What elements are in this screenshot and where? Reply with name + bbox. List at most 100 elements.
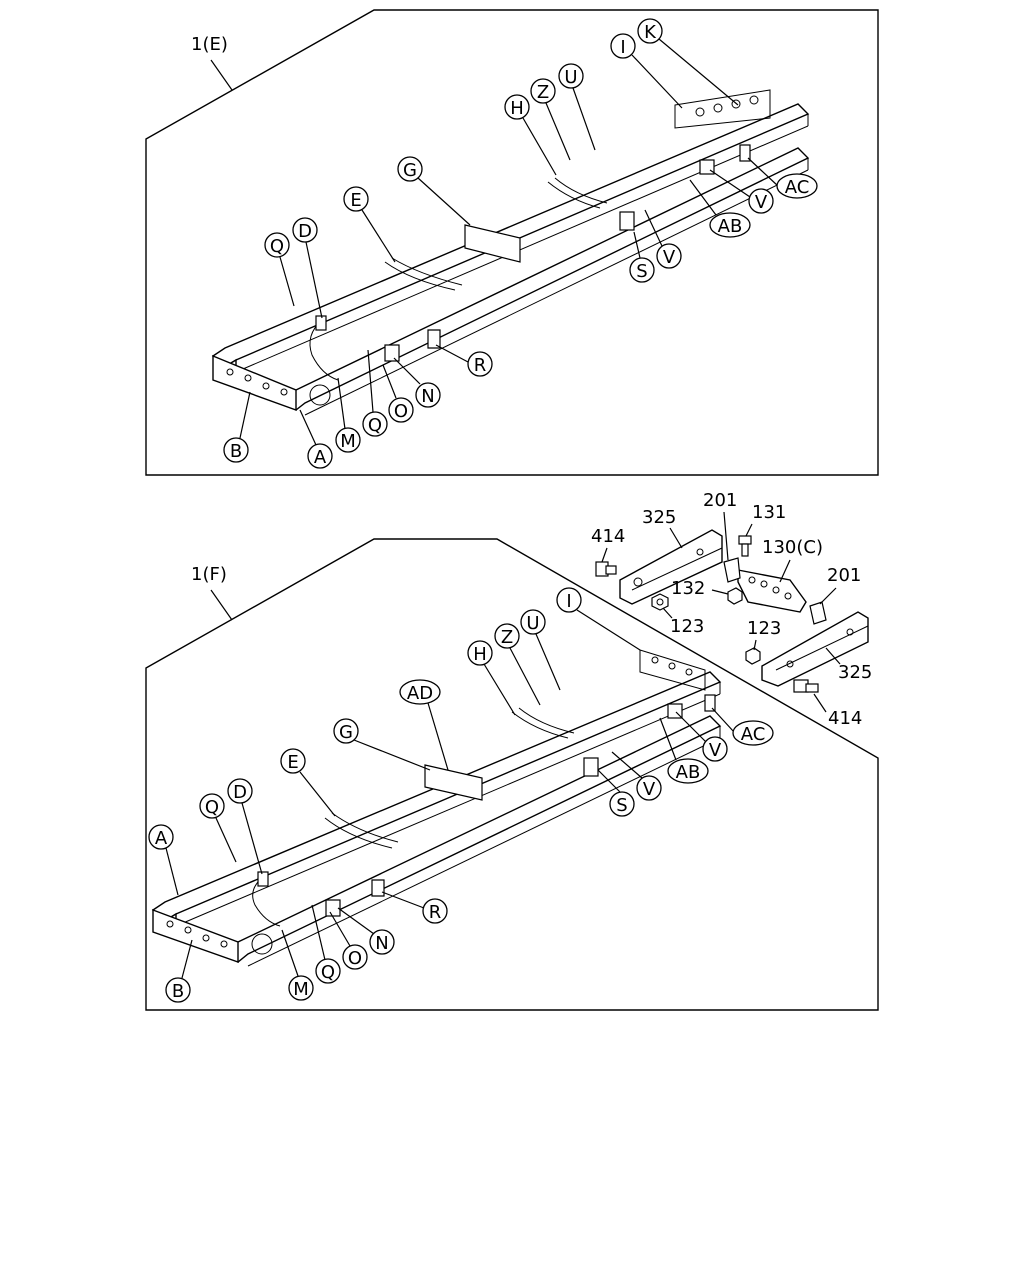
callout-f-S: S [597, 769, 635, 817]
part-201-lower: 201 [827, 565, 861, 586]
part-325-upper: 325 [642, 507, 676, 528]
svg-text:U: U [526, 613, 539, 634]
part-325-lower: 325 [838, 662, 872, 683]
svg-text:B: B [172, 981, 184, 1002]
part-414-lower: 414 [828, 708, 862, 729]
svg-text:Z: Z [537, 82, 549, 103]
svg-text:AC: AC [785, 177, 810, 198]
svg-text:V: V [663, 247, 676, 268]
panel-f-title: 1(F) [191, 564, 227, 585]
spacer-201-left [723, 557, 741, 583]
callout-f-E: E [280, 748, 336, 817]
bracket-325-lower [761, 611, 869, 687]
part-123-upper: 123 [670, 616, 704, 637]
spacer-201-right [809, 601, 827, 625]
svg-text:S: S [636, 261, 647, 282]
svg-text:AB: AB [718, 216, 743, 237]
svg-text:V: V [709, 740, 722, 761]
callout-e-G: G [397, 156, 471, 226]
svg-text:AD: AD [407, 683, 433, 704]
callout-f-Q-top: Q [199, 793, 237, 863]
callout-e-N: N [393, 357, 441, 408]
svg-text:E: E [350, 190, 361, 211]
callout-f-M: M [281, 929, 314, 1001]
callout-e-S: S [629, 231, 655, 283]
bolt-414-lower [793, 679, 819, 693]
svg-text:V: V [755, 192, 768, 213]
svg-text:N: N [375, 933, 388, 954]
callout-e-Q-bottom: Q [362, 349, 388, 437]
svg-text:Z: Z [501, 627, 513, 648]
svg-text:H: H [510, 98, 524, 119]
svg-text:I: I [566, 591, 571, 612]
svg-text:Q: Q [368, 415, 382, 436]
part-414-upper: 414 [591, 526, 625, 547]
svg-text:B: B [230, 441, 242, 462]
callout-e-Z: Z [530, 78, 571, 161]
panel-e: 1(E) [145, 9, 879, 476]
callout-e-R: R [435, 344, 493, 377]
part-123-lower: 123 [747, 618, 781, 639]
callout-e-D: D [292, 217, 323, 319]
svg-text:A: A [155, 828, 168, 849]
svg-text:Q: Q [321, 962, 335, 983]
callout-e-AC: AC [747, 157, 818, 199]
svg-text:A: A [314, 447, 327, 468]
svg-text:M: M [293, 979, 309, 1000]
panel-e-frame [145, 9, 879, 476]
callout-f-H: H [467, 640, 516, 716]
callout-e-V-left: V [644, 209, 682, 269]
callout-e-I: I [610, 33, 683, 109]
svg-text:G: G [339, 722, 353, 743]
svg-text:O: O [348, 948, 362, 969]
callout-f-AC: AC [711, 707, 774, 746]
callout-e-E: E [343, 186, 396, 263]
callout-e-B: B [223, 391, 251, 463]
callout-f-O: O [329, 911, 368, 970]
callout-f-R: R [381, 891, 448, 924]
svg-text:D: D [298, 221, 312, 242]
callout-f-I: I [556, 587, 641, 651]
callout-e-M: M [335, 377, 361, 453]
svg-text:H: H [473, 644, 487, 665]
callout-e-O: O [382, 364, 414, 423]
svg-text:V: V [643, 779, 656, 800]
callout-f-N: N [337, 907, 395, 955]
plate-130c [737, 569, 807, 613]
svg-text:I: I [620, 37, 625, 58]
svg-text:M: M [340, 431, 356, 452]
bolt-131 [738, 535, 752, 557]
callout-f-AD: AD [399, 679, 449, 771]
callout-e-U: U [558, 63, 596, 151]
chassis-frame-e [211, 89, 810, 416]
callout-e-H: H [504, 94, 557, 176]
callout-f-Q-bottom: Q [311, 904, 341, 984]
chassis-frame-f [151, 649, 722, 967]
panel-e-title: 1(E) [191, 34, 228, 55]
callout-e-AB: AB [689, 179, 751, 238]
svg-text:Q: Q [205, 797, 219, 818]
svg-text:E: E [287, 752, 298, 773]
callout-f-AB: AB [659, 717, 709, 784]
svg-text:D: D [233, 782, 247, 803]
part-130c: 130(C) [762, 537, 823, 558]
callout-f-D: D [227, 778, 263, 875]
callout-f-U: U [520, 609, 561, 691]
part-132: 132 [671, 578, 705, 599]
callout-e-K: K [637, 18, 739, 106]
panel-f: 1(F) [145, 490, 879, 1011]
nut-123-lower [745, 647, 761, 665]
svg-text:AB: AB [676, 762, 701, 783]
nut-132 [727, 587, 743, 605]
svg-text:R: R [474, 355, 487, 376]
svg-text:N: N [421, 386, 434, 407]
part-labels: 414 325 201 131 130(C) 132 123 201 123 3… [591, 490, 872, 729]
callout-f-Z: Z [494, 623, 541, 706]
svg-text:U: U [564, 67, 577, 88]
nut-123-upper [651, 593, 669, 611]
bracket-325-upper [619, 529, 723, 605]
callout-f-B: B [165, 939, 193, 1003]
callout-f-G: G [333, 718, 431, 771]
callout-e-A: A [299, 409, 333, 469]
